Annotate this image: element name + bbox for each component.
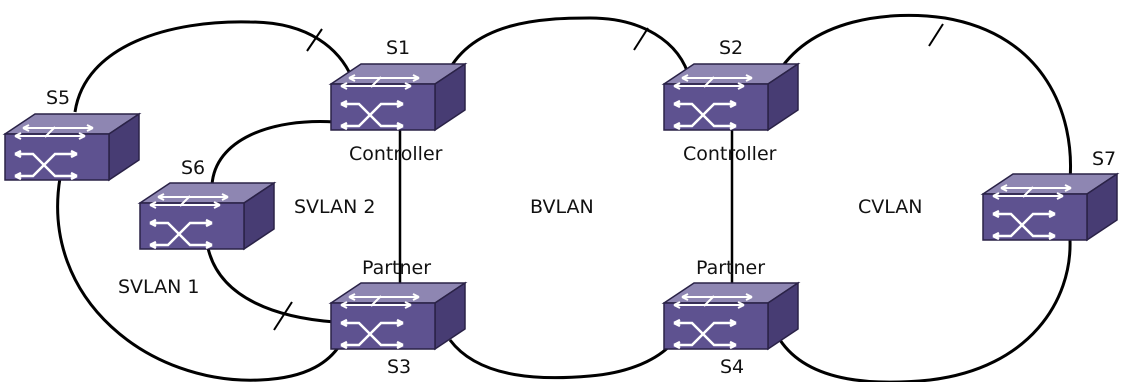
blocked-port-tick	[306, 28, 323, 52]
switch-role-s3: Partner	[362, 257, 431, 279]
links	[56, 13, 1073, 382]
link-s6-s1	[210, 120, 336, 186]
network-label-svlan2: SVLAN 2	[294, 196, 375, 218]
switch-label-s5: S5	[46, 87, 70, 109]
network-switch-icon	[980, 172, 1120, 242]
switch-s4	[661, 281, 801, 351]
switch-role-s2: Controller	[683, 143, 777, 165]
link-s6-s3	[206, 247, 336, 324]
switch-label-s3: S3	[387, 356, 411, 378]
switch-s2	[661, 62, 801, 132]
switch-label-s2: S2	[719, 37, 743, 59]
blocked-port-tick	[273, 301, 293, 331]
switch-s5	[2, 112, 142, 182]
switch-s1	[328, 62, 468, 132]
network-label-cvlan: CVLAN	[858, 196, 923, 218]
network-label-svlan1: SVLAN 1	[118, 276, 199, 298]
network-switch-icon	[2, 112, 142, 182]
switch-s7	[980, 172, 1120, 242]
link-s2-s7	[774, 13, 1073, 181]
switch-s3	[328, 281, 468, 351]
link-s3-s4	[448, 339, 672, 380]
network-label-bvlan: BVLAN	[530, 196, 594, 218]
link-s4-s7	[778, 239, 1072, 382]
switch-s6	[137, 181, 277, 251]
network-switch-icon	[661, 62, 801, 132]
network-switch-icon	[328, 281, 468, 351]
link-s5-s3	[56, 177, 342, 382]
network-switch-icon	[661, 281, 801, 351]
switch-label-s7: S7	[1092, 148, 1116, 170]
switch-label-s6: S6	[181, 157, 205, 179]
labels: S1 Controller S2 Controller Partner S3 P…	[46, 37, 1116, 378]
blocked-port-tick	[633, 27, 649, 51]
link-s5-s1	[73, 20, 354, 113]
switch-role-s4: Partner	[696, 257, 765, 279]
network-switch-icon	[137, 181, 277, 251]
network-switch-icon	[328, 62, 468, 132]
switch-role-s1: Controller	[349, 143, 443, 165]
switch-label-s1: S1	[386, 37, 410, 59]
link-s1-s2	[443, 16, 692, 81]
switch-label-s4: S4	[720, 356, 744, 378]
blocked-port-ticks	[273, 23, 944, 331]
blocked-port-tick	[928, 23, 944, 47]
